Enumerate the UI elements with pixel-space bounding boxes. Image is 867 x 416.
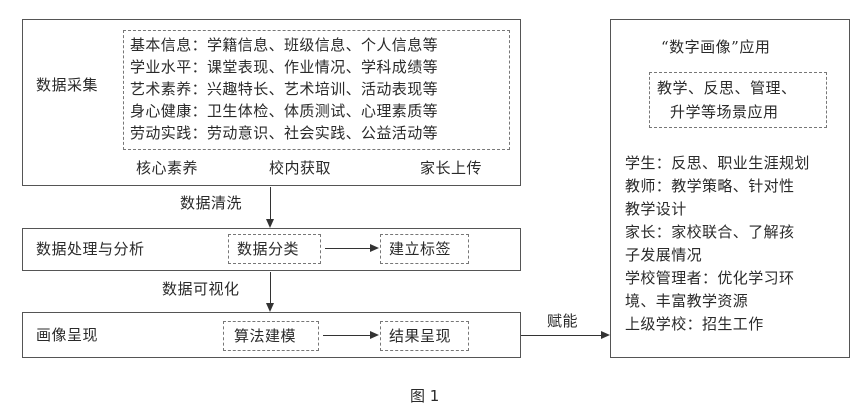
app-item-higher-school: 上级学校：招生工作 <box>625 315 764 333</box>
app-item-teacher-cont: 教学设计 <box>625 200 687 218</box>
tagging-step: 建立标签 <box>380 234 469 264</box>
portrait-box: 画像呈现 算法建模 结果呈现 <box>22 312 521 358</box>
app-item-parent: 家长：家校联合、了解孩 <box>625 223 795 241</box>
model-to-result-line <box>323 335 370 336</box>
info-row-health: 身心健康：卫生体检、体质测试、心理素质等 <box>130 102 439 120</box>
tagging-step-label: 建立标签 <box>389 240 452 258</box>
app-item-student: 学生：反思、职业生涯规划 <box>625 154 810 172</box>
data-visualization-label: 数据可视化 <box>162 280 240 298</box>
result-step-label: 结果呈现 <box>389 327 452 345</box>
data-collection-title: 数据采集 <box>36 76 99 94</box>
info-row-basic: 基本信息：学籍信息、班级信息、个人信息等 <box>130 36 439 54</box>
app-item-admin: 学校管理者：优化学习环 <box>625 269 795 287</box>
processing-title: 数据处理与分析 <box>36 240 145 258</box>
arrow-clean-line <box>270 187 271 220</box>
app-item-parent-cont: 子发展情况 <box>625 246 703 264</box>
arrow-clean-head <box>266 219 274 228</box>
application-title: “数字画像”应用 <box>661 38 771 56</box>
empower-line <box>521 335 601 336</box>
scenario-line-1: 教学、反思、管理、 <box>657 79 797 97</box>
source-in-school: 校内获取 <box>269 159 332 177</box>
result-step: 结果呈现 <box>380 321 469 351</box>
data-cleaning-label: 数据清洗 <box>180 194 243 212</box>
modeling-step-label: 算法建模 <box>234 327 297 345</box>
processing-box: 数据处理与分析 数据分类 建立标签 <box>22 228 521 271</box>
empower-label: 赋能 <box>547 312 579 330</box>
modeling-step: 算法建模 <box>223 321 319 351</box>
figure-caption: 图 1 <box>410 387 440 405</box>
application-box: “数字画像”应用 教学、反思、管理、 升学等场景应用 学生：反思、职业生涯规划 … <box>610 19 850 358</box>
info-categories-box: 基本信息：学籍信息、班级信息、个人信息等 学业水平：课堂表现、作业情况、学科成绩… <box>123 30 510 150</box>
app-item-teacher: 教师：教学策略、针对性 <box>625 177 795 195</box>
arrow-visualize-line <box>270 272 271 304</box>
info-row-academic: 学业水平：课堂表现、作业情况、学科成绩等 <box>130 58 439 76</box>
scenario-box: 教学、反思、管理、 升学等场景应用 <box>649 72 827 128</box>
empower-arrow-head <box>601 331 610 339</box>
classify-step-label: 数据分类 <box>237 240 300 258</box>
source-parent-upload: 家长上传 <box>420 159 483 177</box>
scenario-line-2: 升学等场景应用 <box>670 103 779 121</box>
classify-step: 数据分类 <box>228 234 321 264</box>
data-collection-box: 数据采集 基本信息：学籍信息、班级信息、个人信息等 学业水平：课堂表现、作业情况… <box>22 19 521 186</box>
classify-to-tag-line <box>325 248 370 249</box>
source-core-literacy: 核心素养 <box>136 159 199 177</box>
model-to-result-head <box>370 331 379 339</box>
classify-to-tag-head <box>370 244 379 252</box>
arrow-visualize-head <box>266 303 274 312</box>
info-row-arts: 艺术素养：兴趣特长、艺术培训、活动表现等 <box>130 80 439 98</box>
portrait-title: 画像呈现 <box>36 326 99 344</box>
app-item-admin-cont: 境、丰富教学资源 <box>625 292 749 310</box>
info-row-labor: 劳动实践：劳动意识、社会实践、公益活动等 <box>130 124 439 142</box>
